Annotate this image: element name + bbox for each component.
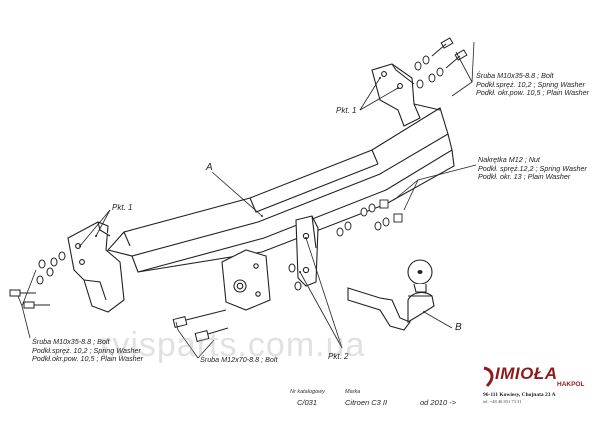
cross-beam: [106, 107, 455, 273]
catalog-number-value: C/031: [297, 398, 318, 407]
brand-value: Citroen C3 II: [345, 398, 388, 407]
bolt-m12-callout: Śruba M12x70-8.8 ; Bolt: [200, 355, 278, 364]
bolt-callout-top-line-1: Śruba M10x35-8.8 ; Bolt: [476, 71, 554, 80]
bolt-callout-left-line-3: Podkł.okr.pow. 10,5 ; Plain Washer: [32, 354, 144, 364]
bolt-callout-left-line-1: Śruba M10x35-8.8 ; Bolt: [32, 337, 110, 346]
nut-callout-line-1: Nakrętka M12 ; Nut: [478, 155, 540, 164]
part-a-label: A: [206, 162, 213, 173]
bolt-icon: [9, 251, 66, 309]
watermark: rvisparts.com.ua: [100, 326, 366, 364]
logo-phone: tel. +48 46 831 73 31: [483, 399, 522, 404]
logo-name: IMIOŁA: [495, 364, 558, 383]
production-date-value: od 2010 ->: [420, 398, 457, 407]
pkt1-top-label: Pkt. 1: [336, 106, 357, 115]
pkt2-label: Pkt. 2: [328, 352, 349, 361]
bolt-callout-top-line-3: Podkł. okr.pow. 10,5 ; Plain Washer: [476, 88, 590, 98]
leader-lines: [17, 41, 477, 359]
bolt-callout-top-line-2: Podkł.spręż. 10,2 ; Spring Washer: [476, 79, 585, 89]
catalog-number-heading: Nr katalogowy: [290, 389, 325, 395]
right-bracket: [371, 63, 441, 127]
nut-callout-right: Nakrętka M12 ; Nut Podkł. spręż.12,2 ; S…: [478, 155, 587, 182]
bolt-callout-left-line-2: Podkł.spręż. 10,2 ; Spring Washer: [32, 345, 141, 355]
center-mount: [221, 215, 319, 311]
left-bracket: [67, 221, 125, 313]
logo-subtitle: HAKPOL: [557, 381, 585, 388]
pkt1-left-label: Pkt. 1: [112, 203, 133, 212]
bolt-icon: [431, 37, 468, 69]
manufacturer-logo: IMIOŁA HAKPOL 96-111 Kowiesy, Chojnata 2…: [481, 364, 593, 408]
nut-callout-line-2: Podkł. spręż.12,2 ; Spring Washer: [478, 163, 587, 173]
brand-heading: Marka: [345, 389, 361, 395]
tow-ball-arm: [347, 259, 435, 331]
nut-callout-line-3: Podkł. okr. 13 ; Plain Washer: [478, 172, 571, 182]
part-b-label: B: [455, 322, 462, 333]
bolt-callout-left: Śruba M10x35-8.8 ; Bolt Podkł.spręż. 10,…: [32, 337, 144, 364]
logo-address: 96-111 Kowiesy, Chojnata 23 A: [483, 392, 556, 398]
logo-swoosh-icon: [483, 366, 494, 388]
washer-icon: [414, 55, 444, 89]
bolt-callout-top: Śruba M10x35-8.8 ; Bolt Podkł.spręż. 10,…: [476, 71, 590, 98]
nut-icon: [336, 199, 403, 237]
